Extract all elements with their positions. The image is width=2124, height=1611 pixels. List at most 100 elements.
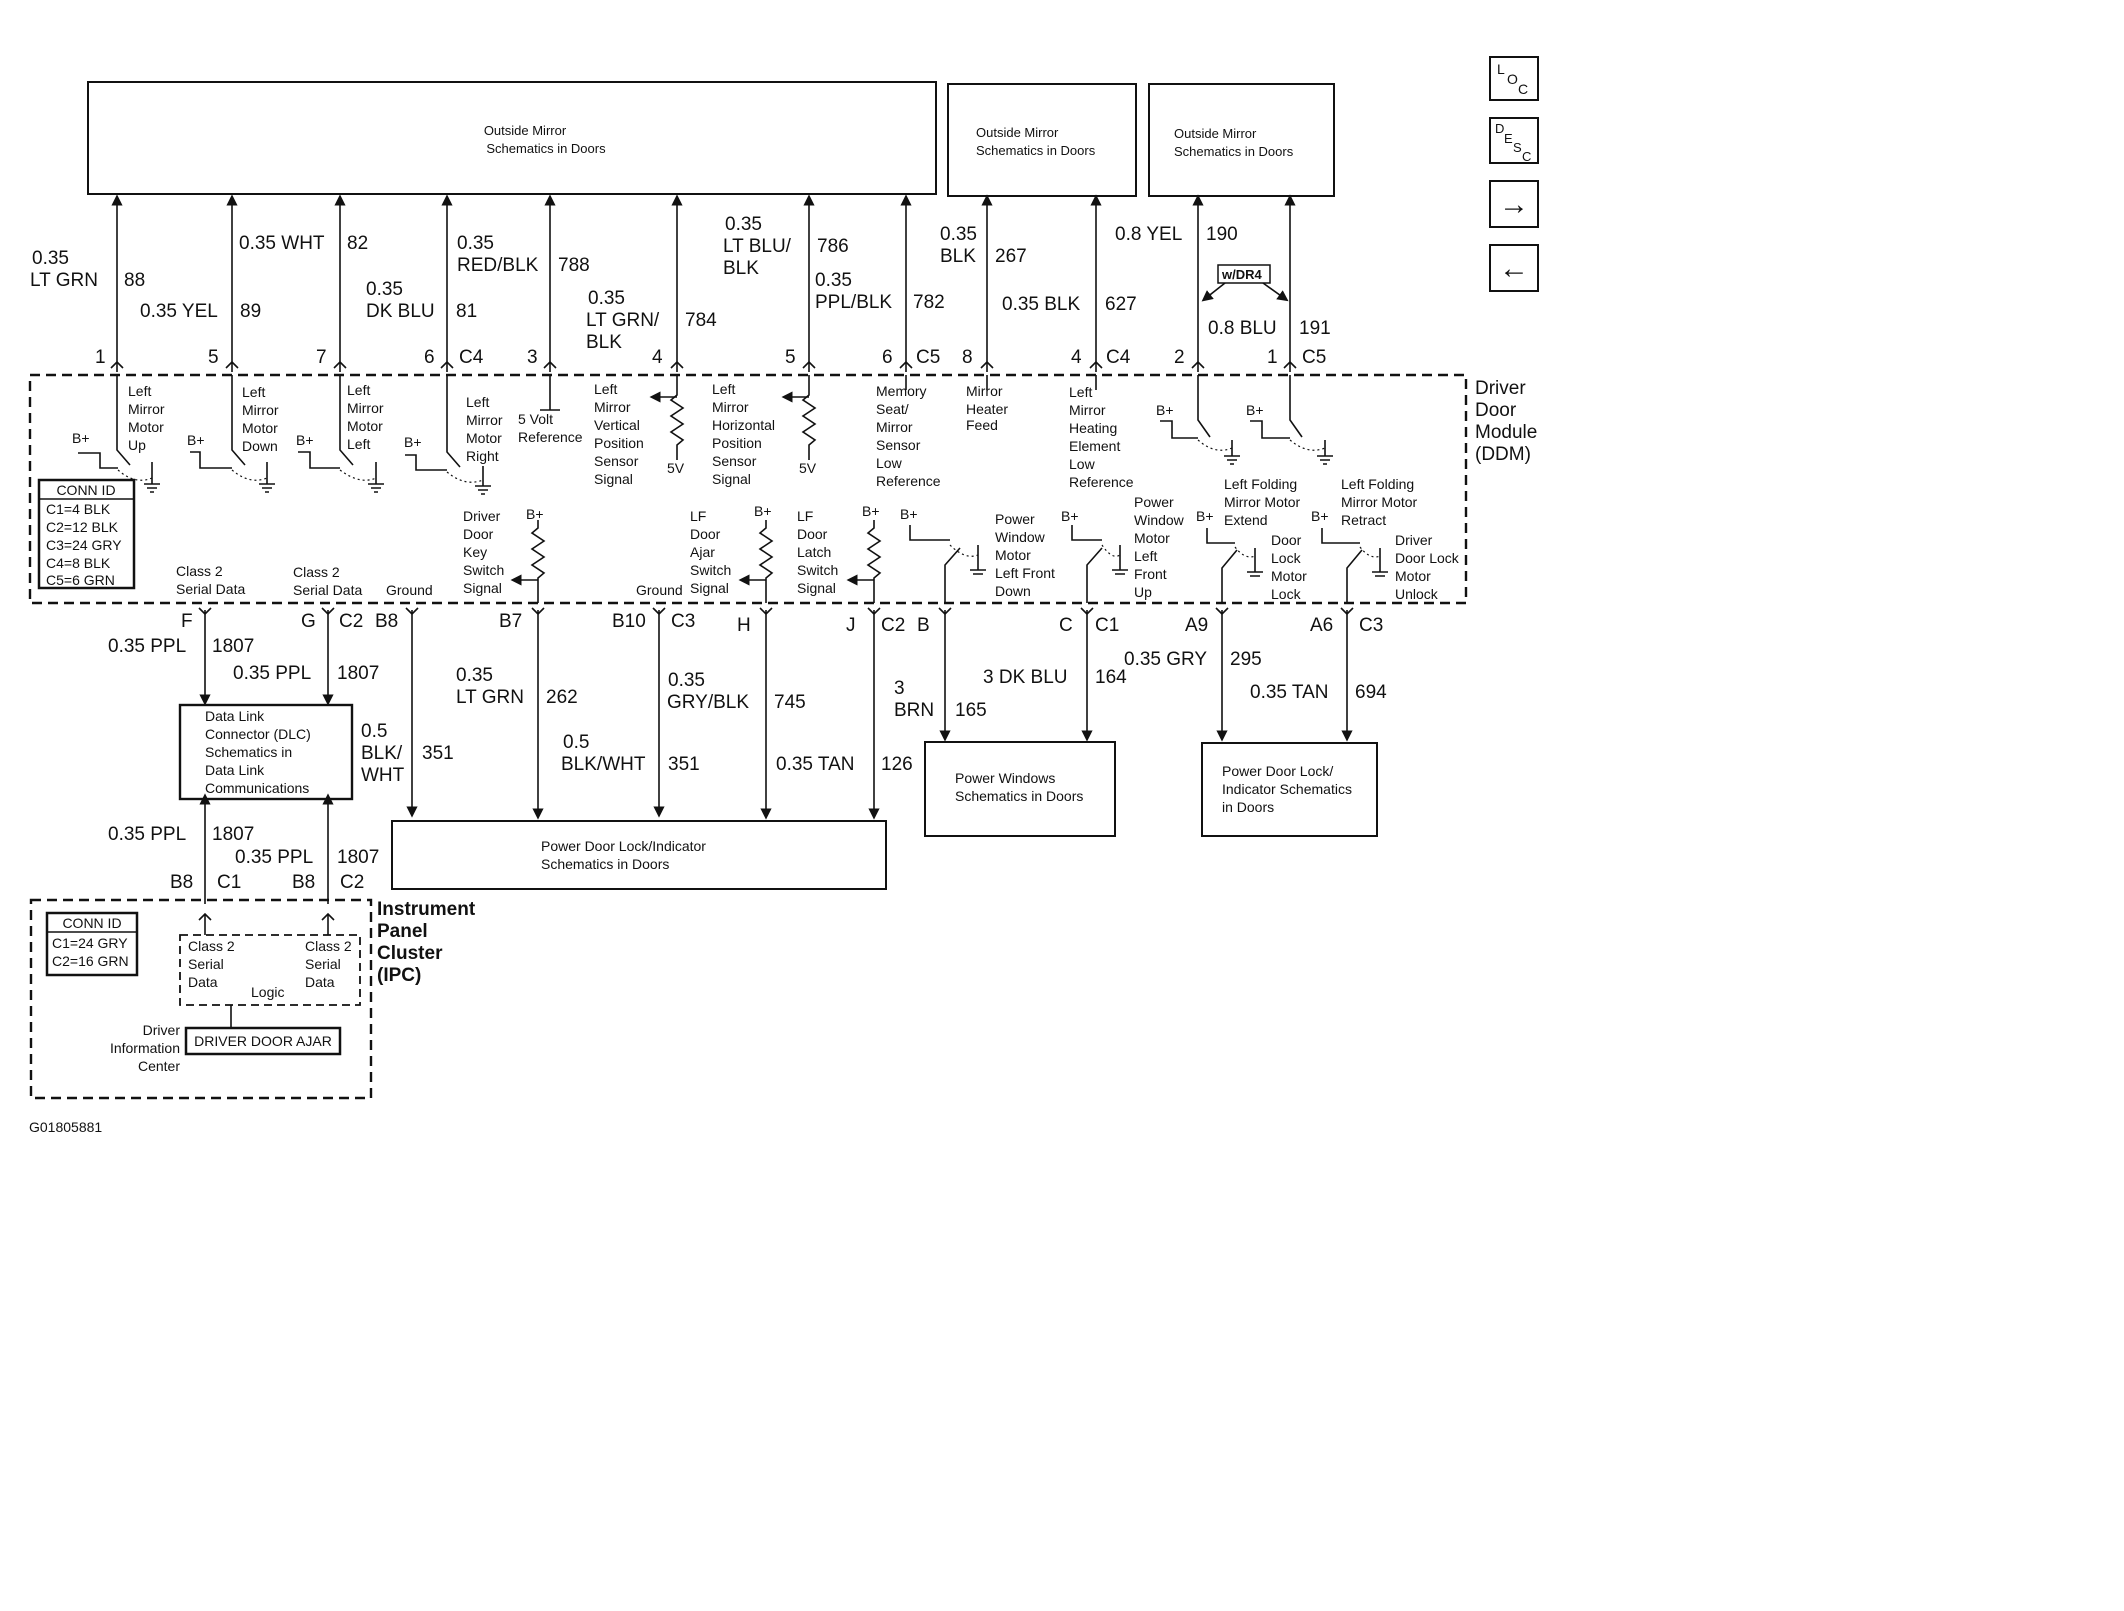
ipc-pin-B8a: B8 <box>170 872 193 893</box>
bplus-7: B+ <box>526 506 544 522</box>
w351a-color1: BLK/ <box>361 743 403 764</box>
loc-o: O <box>1507 71 1518 87</box>
power-door-lock-indicator-box <box>1201 742 1378 837</box>
w351a-circuit: 351 <box>422 743 454 764</box>
ground-1: Ground <box>386 582 433 598</box>
w694-label: 0.35 TAN <box>1250 682 1329 703</box>
top-box-1-line-2: Schematics in Doors <box>486 141 606 156</box>
dic-l1: Driver <box>143 1022 181 1038</box>
ddm-conn-id-row-4: C4=8 BLK <box>46 555 111 571</box>
prev-arrow-button[interactable]: ← <box>1489 244 1539 292</box>
w784-circuit: 784 <box>685 310 717 331</box>
bplus-3: B+ <box>296 432 314 448</box>
w191-conn: C5 <box>1302 347 1326 368</box>
f14-l2: Door <box>690 526 721 542</box>
f8-l5: Low <box>876 455 903 471</box>
dlc-l4: Data Link <box>205 762 265 778</box>
top-box-outside-mirror-3 <box>1148 83 1335 197</box>
bplus-11: B+ <box>1061 508 1079 524</box>
class2b-l1: Class 2 <box>293 564 340 580</box>
dic-message: DRIVER DOOR AJAR <box>194 1033 332 1049</box>
w782-circuit: 782 <box>913 292 945 313</box>
ddm-conn-id-row-2: C2=12 BLK <box>46 519 119 535</box>
dic-display <box>184 1026 342 1056</box>
ipc-title-2: Panel <box>377 921 428 942</box>
ipc-class2a-l3: Data <box>188 974 218 990</box>
f12-l3: Retract <box>1341 512 1386 528</box>
f1-l1: Left <box>128 383 151 399</box>
f10-l4: Element <box>1069 438 1120 454</box>
w88-pin: 1 <box>95 347 106 368</box>
f7-l2: Mirror <box>712 399 749 415</box>
class2a-l1: Class 2 <box>176 563 223 579</box>
pin-G: G <box>301 611 316 632</box>
wiring-diagram: Outside Mirror Schematics in Doors Outsi… <box>28 56 1539 1135</box>
ipc-title-4: (IPC) <box>377 965 421 986</box>
f4-l4: Right <box>466 448 499 464</box>
w1807a-label: 0.35 PPL <box>108 636 186 657</box>
w191-label: 0.8 BLU <box>1208 318 1277 339</box>
f2-l1: Left <box>242 384 265 400</box>
ddm-title-3: Module <box>1475 422 1537 443</box>
pin-C3b: C3 <box>1359 615 1383 636</box>
power-door-lock-box <box>391 820 887 890</box>
ddm-function-labels: Left Mirror Motor Up Left Mirror Motor D… <box>72 381 1460 602</box>
ddm-title-1: Driver <box>1475 378 1526 399</box>
w351b-color: BLK/WHT <box>561 754 646 775</box>
w81-pin: 6 <box>424 347 435 368</box>
w190-label: 0.8 YEL <box>1115 224 1182 245</box>
f8-l6: Reference <box>876 473 941 489</box>
f15-l1: LF <box>797 508 813 524</box>
w126-label: 0.35 TAN <box>776 754 855 775</box>
w1807b-circuit: 1807 <box>337 663 379 684</box>
ipc-boundary <box>29 898 373 1100</box>
f14-l5: Signal <box>690 580 729 596</box>
w784-gauge: 0.35 <box>588 288 625 309</box>
w81-circuit: 81 <box>456 301 477 322</box>
f19-l3: Motor <box>1395 568 1431 584</box>
next-arrow-button[interactable]: → <box>1489 180 1539 228</box>
top-box-3-line-2: Schematics in Doors <box>1174 144 1294 159</box>
f5-l2: Reference <box>518 429 583 445</box>
desc-button[interactable]: D E S C <box>1489 117 1539 164</box>
w89-circuit: 89 <box>240 301 261 322</box>
f17-l6: Up <box>1134 584 1152 600</box>
top-box-3-line-1: Outside Mirror <box>1174 126 1257 141</box>
f15-l3: Latch <box>797 544 831 560</box>
ipc-class2b-l2: Serial <box>305 956 341 972</box>
f10-l1: Left <box>1069 384 1092 400</box>
pin-C1: C1 <box>1095 615 1119 636</box>
w88-gauge: 0.35 <box>32 248 69 269</box>
w351b-circuit: 351 <box>668 754 700 775</box>
w1807c-label: 0.35 PPL <box>108 824 186 845</box>
loc-button[interactable]: L O C <box>1489 56 1539 101</box>
f11-l2: Mirror Motor <box>1224 494 1301 510</box>
pw-l2: Schematics in Doors <box>955 788 1083 804</box>
f17-l2: Window <box>1134 512 1185 528</box>
ddm-title-4: (DDM) <box>1475 444 1531 465</box>
w1807d-label: 0.35 PPL <box>235 847 313 868</box>
f3-l4: Left <box>347 436 370 452</box>
bplus-1: B+ <box>72 430 90 446</box>
ddm-title-2: Door <box>1475 400 1517 421</box>
ipc-conn-id-row-2: C2=16 GRN <box>52 953 129 969</box>
f15-l2: Door <box>797 526 828 542</box>
w165-circuit: 165 <box>955 700 987 721</box>
bplus-2: B+ <box>187 432 205 448</box>
pin-C3a: C3 <box>671 611 695 632</box>
f9-l3: Feed <box>966 417 998 433</box>
pdl2-l2: Indicator Schematics <box>1222 781 1352 797</box>
figure-id: G01805881 <box>29 1119 102 1135</box>
f17-l1: Power <box>1134 494 1174 510</box>
f6-l2: Mirror <box>594 399 631 415</box>
f6-l5: Sensor <box>594 453 639 469</box>
ipc-logic-boundary <box>179 934 361 1006</box>
w267-gauge: 0.35 <box>940 224 977 245</box>
f11-l3: Extend <box>1224 512 1268 528</box>
f13-l5: Signal <box>463 580 502 596</box>
w81-color: DK BLU <box>366 301 435 322</box>
top-box-outside-mirror-1 <box>87 81 937 195</box>
five-v-2: 5V <box>799 460 817 476</box>
f4-l1: Left <box>466 394 489 410</box>
f17-l5: Front <box>1134 566 1167 582</box>
